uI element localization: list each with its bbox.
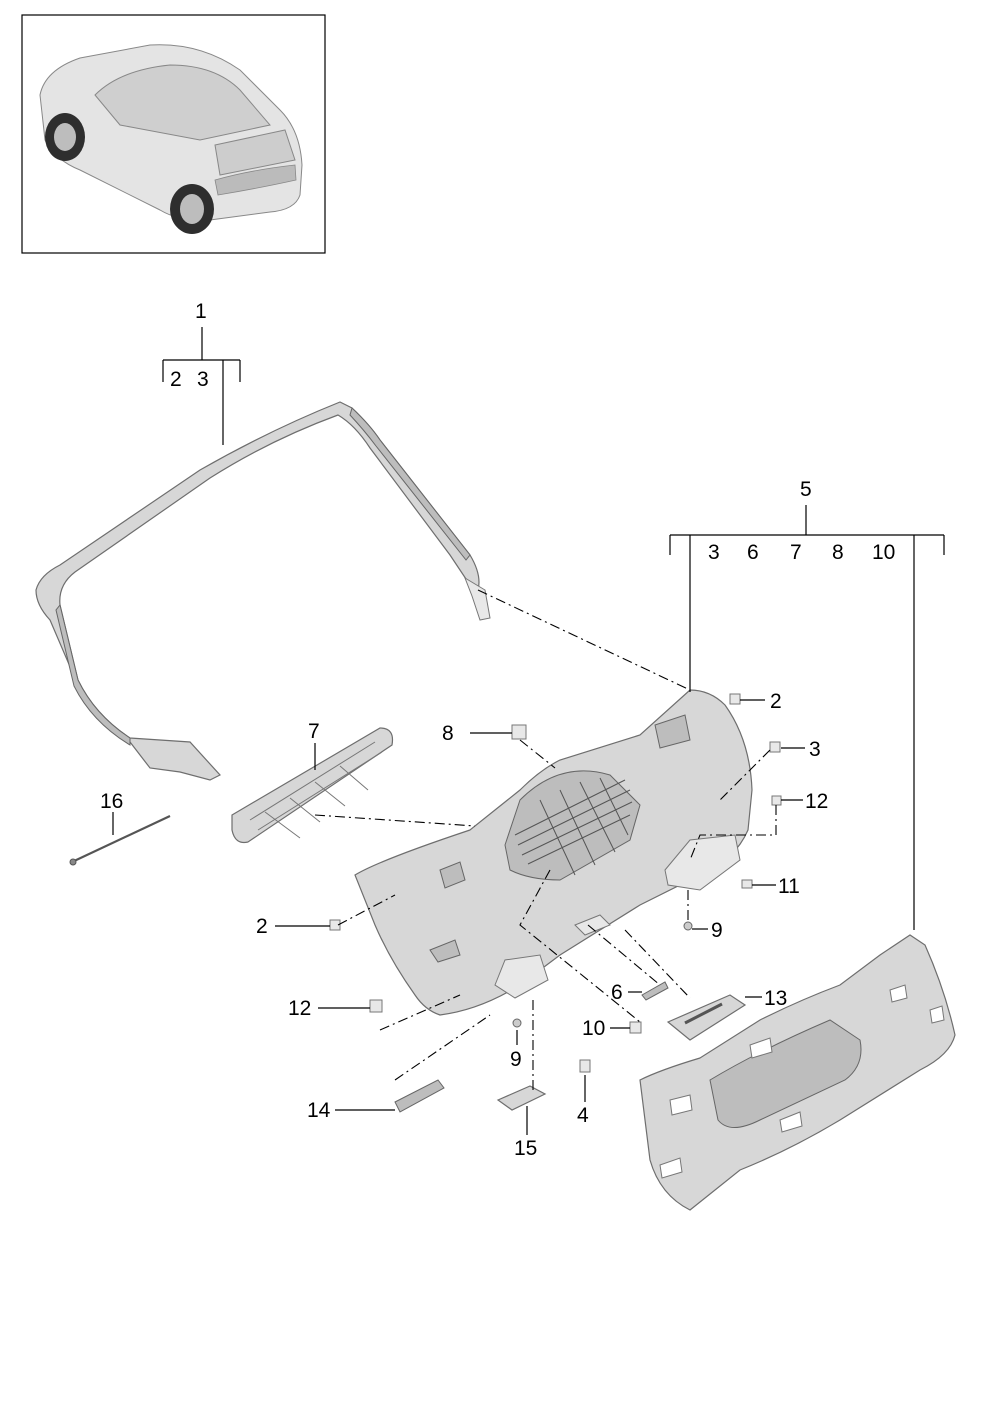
callout-11: 11: [778, 875, 800, 898]
vehicle-illustration: [39, 44, 303, 234]
callout-5-10: 10: [872, 541, 895, 564]
callout-7: 7: [308, 720, 320, 743]
part-2-clip-left: [329, 919, 341, 931]
callout-14: 14: [307, 1099, 331, 1122]
callout-16: 16: [100, 790, 123, 813]
part-11-clip: [741, 879, 753, 889]
callout-9-right: 9: [711, 919, 723, 942]
callout-4: 4: [577, 1104, 589, 1127]
callout-2-right: 2: [770, 690, 782, 713]
callout-5-3: 3: [708, 541, 720, 564]
part-15-light: [496, 1085, 547, 1111]
callout-5-7: 7: [790, 541, 802, 564]
part-9-screw-right: [683, 921, 693, 931]
vehicle-thumbnail: [21, 14, 326, 254]
grille-mesh: [514, 777, 633, 876]
part-7-bracket: [231, 727, 394, 844]
part-13-handle: [666, 994, 747, 1041]
callout-12-right: 12: [805, 790, 828, 813]
callout-2-left: 2: [256, 915, 268, 938]
part-4-clip: [579, 1059, 591, 1073]
callout-15: 15: [514, 1137, 537, 1160]
part-2-clip-right: [729, 693, 741, 705]
leader-lines: [112, 327, 945, 1135]
callout-10: 10: [582, 1017, 605, 1040]
part-8-clip: [511, 724, 527, 740]
tailgate-upper-trim-frame: [35, 401, 491, 781]
part-10-clip: [629, 1021, 642, 1034]
callout-5-6: 6: [747, 541, 759, 564]
callout-6: 6: [611, 981, 623, 1004]
callout-13: 13: [764, 987, 787, 1010]
callout-5: 5: [800, 478, 812, 501]
part-14-lamp: [394, 1079, 445, 1113]
part-16-cable: [69, 815, 171, 866]
callout-1: 1: [195, 300, 207, 323]
callout-5-8: 8: [832, 541, 844, 564]
callout-1-2: 2: [170, 368, 182, 391]
lower-tailgate-trim-panel: [639, 934, 956, 1211]
tailgate-inner-panel: [354, 689, 753, 1016]
callout-labels: 1 2 3 5 3 6 7 8 10 2 3 7 8 12 16 11 2 9 …: [100, 300, 895, 1160]
part-3-clip-right: [769, 741, 781, 753]
part-9-screw-bottom: [512, 1018, 522, 1028]
callout-1-3: 3: [197, 368, 209, 391]
part-12-nut-left: [369, 999, 383, 1013]
part-12-nut-right: [771, 795, 782, 806]
callout-9-bottom: 9: [510, 1048, 522, 1071]
callout-8: 8: [442, 722, 454, 745]
part-6-strip: [641, 981, 669, 1001]
callout-3-right: 3: [809, 738, 821, 761]
callout-12-left: 12: [288, 997, 311, 1020]
